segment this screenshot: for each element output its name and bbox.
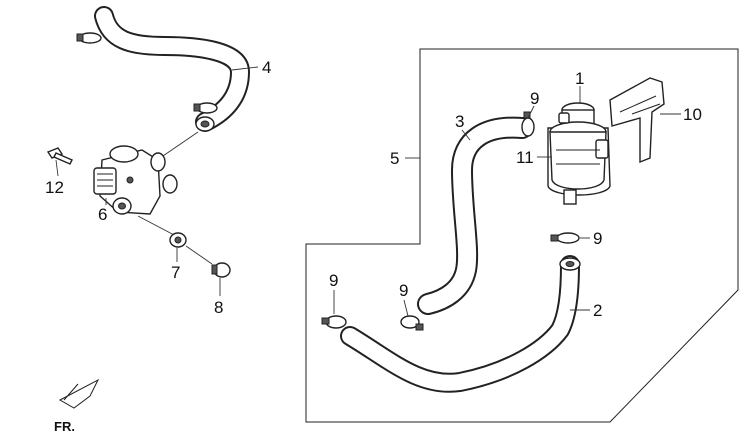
hose-clamp-lower: [193, 102, 218, 114]
hose-clamp-9-mid: [400, 315, 424, 331]
callout-6: 6: [98, 205, 107, 224]
air-filter-1: [549, 102, 609, 205]
callout-11: 11: [516, 148, 534, 167]
callout-3: 3: [455, 112, 464, 131]
hose-4: [94, 6, 250, 132]
plug-8: [211, 262, 231, 278]
hose-clamp-9-left: [321, 315, 347, 329]
assembly-boundary: [305, 48, 739, 423]
grommet-7: [169, 232, 187, 248]
callout-9-right: 9: [593, 229, 602, 248]
hose-2-top-fitting: [559, 257, 581, 271]
hose-clamp-9-top: [521, 111, 535, 137]
hose-end-fitting: [195, 116, 215, 132]
callout-8: 8: [214, 298, 223, 317]
filter-bracket-10: [609, 77, 665, 164]
hose-clamp-upper: [76, 32, 102, 44]
hose-2: [340, 255, 580, 393]
callout-5: 5: [390, 149, 399, 168]
callout-4: 4: [262, 58, 271, 77]
hose-clamp-9-right: [550, 232, 580, 244]
direction-arrow-icon: [58, 378, 100, 409]
callout-9-mid: 9: [399, 281, 408, 300]
callout-1: 1: [575, 69, 584, 88]
air-valve-6: [93, 145, 178, 215]
callout-2: 2: [593, 301, 602, 320]
bolt-12: [46, 147, 73, 165]
callout-9-top: 9: [530, 89, 539, 108]
direction-label: FR.: [54, 419, 75, 434]
callout-12: 12: [45, 178, 64, 197]
hose-3: [417, 116, 533, 315]
callout-7: 7: [171, 263, 180, 282]
callout-9-left: 9: [329, 271, 338, 290]
callout-10: 10: [683, 105, 702, 124]
